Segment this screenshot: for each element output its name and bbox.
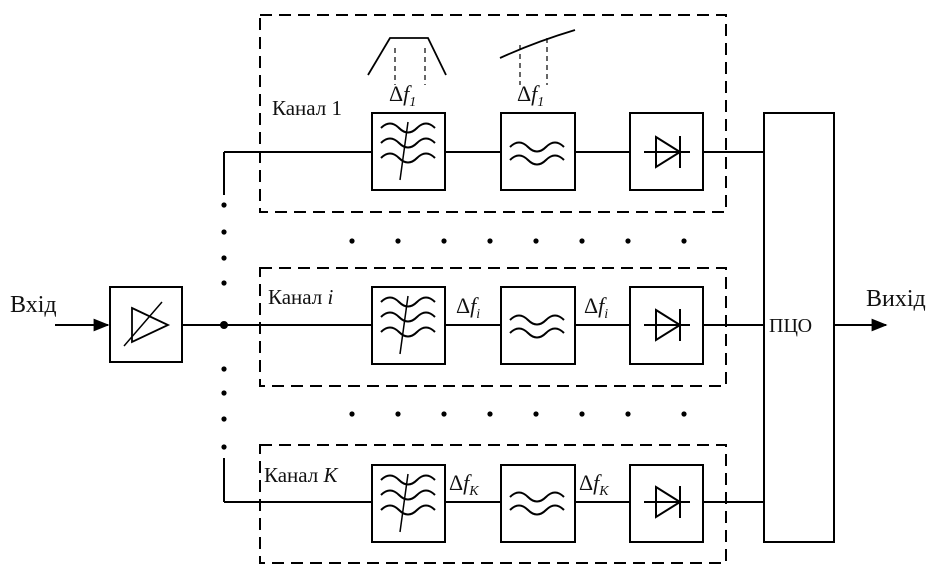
channel-i-band-label-a: Δfi (456, 293, 481, 322)
channel-1-filter (500, 112, 576, 191)
channel-i-detector (629, 286, 704, 365)
channel-1-band-label-a: Δf1 (389, 81, 417, 110)
channel-1-band-label-b: Δf1 (517, 81, 545, 110)
output-label: Вихід (866, 286, 926, 312)
channel-k-label: Канал K (264, 463, 338, 487)
channel-1-label: Канал 1 (272, 96, 343, 120)
channel-k-band-label-b: ΔfK (579, 470, 609, 499)
channel-i-filter (500, 286, 576, 365)
channel-i-frame (259, 267, 727, 387)
channel-k-detector (629, 464, 704, 543)
ellipsis-dots-bus (221, 202, 227, 450)
channel-k-bandpass-filter (371, 464, 446, 543)
channel-i-band-label-b: Δfi (584, 293, 609, 322)
channel-1-frame (259, 14, 727, 213)
tuning-response-sketch (499, 29, 576, 85)
bandpass-response-sketch (367, 37, 447, 85)
ellipsis-dots-upper (349, 238, 687, 244)
channel-i-bandpass-filter (371, 286, 446, 365)
channel-1-bandpass-filter (371, 112, 446, 191)
channel-k-frame (259, 444, 727, 564)
channel-1-detector (629, 112, 704, 191)
amplifier-block (109, 286, 183, 363)
ellipsis-dots-lower (349, 411, 687, 417)
channel-k-filter (500, 464, 576, 543)
channel-k-band-label-a: ΔfK (449, 470, 479, 499)
processor-label: ПЦО (769, 315, 813, 337)
input-label: Вхід (10, 292, 57, 318)
processor-block (763, 112, 835, 543)
channel-i-label: Канал i (268, 285, 334, 309)
